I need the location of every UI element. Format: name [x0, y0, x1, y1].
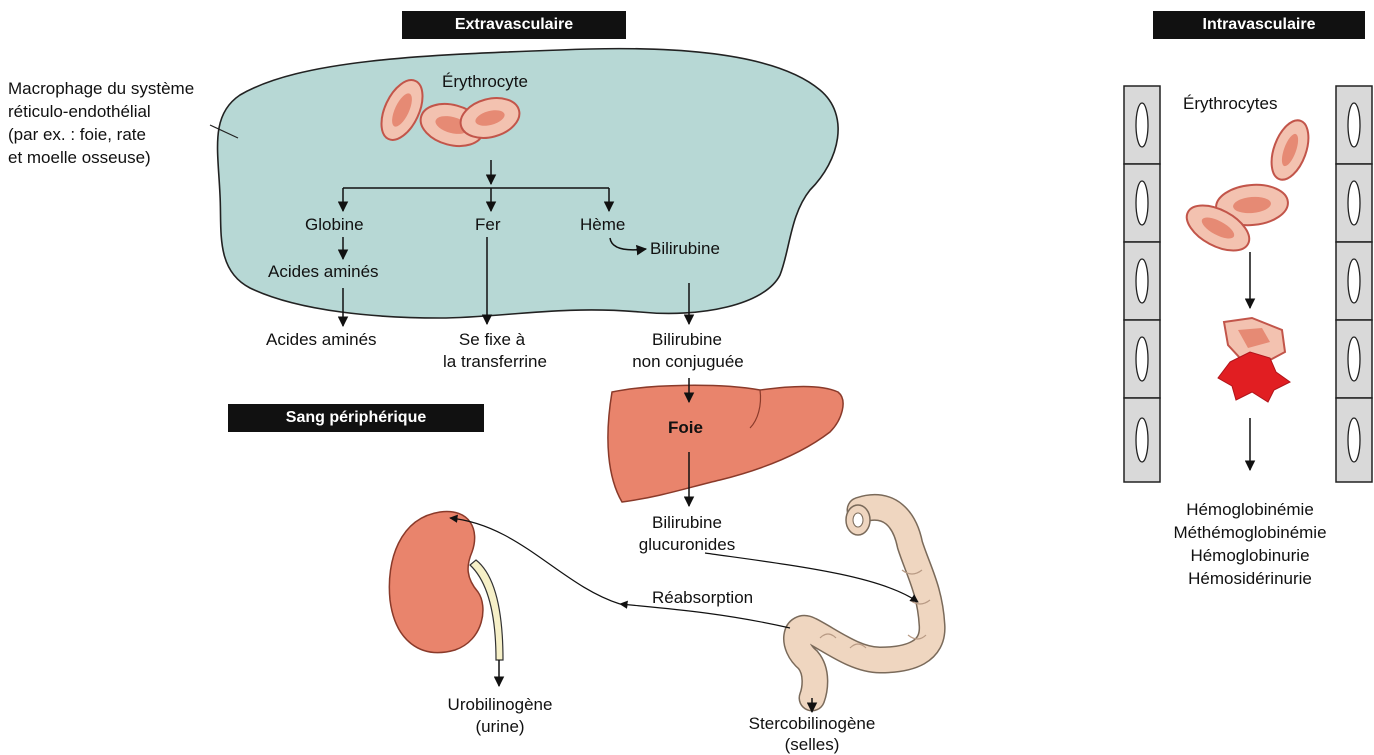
macrophage-label-3: (par ex. : foie, rate: [8, 124, 146, 145]
amino-acids-inner-label: Acides aminés: [268, 261, 379, 282]
kidney-organ: [389, 512, 483, 653]
transferrin-label-2: la transferrine: [420, 351, 570, 372]
glucuronides-label-2: glucuronides: [612, 534, 762, 555]
liver-organ: [608, 385, 843, 502]
intravascular-erythrocytes-label: Érythrocytes: [1183, 93, 1277, 114]
section-peripheral-blood: Sang périphérique: [228, 404, 484, 432]
macrophage-label-1: Macrophage du système: [8, 78, 194, 99]
globin-label: Globine: [305, 214, 364, 235]
amino-acids-outer-label: Acides aminés: [266, 329, 377, 350]
outcome-hemosiderinuria: Hémosidérinurie: [1130, 568, 1370, 589]
macrophage-label-2: réticulo-endothélial: [8, 101, 151, 122]
glucuronides-label-1: Bilirubine: [612, 512, 762, 533]
erythrocyte-label: Érythrocyte: [442, 71, 528, 92]
outcome-methemoglobinemia: Méthémoglobinémie: [1130, 522, 1370, 543]
urobilinogen-label-2: (urine): [410, 716, 590, 737]
transferrin-label-1: Se fixe à: [427, 329, 557, 350]
intravascular-erythrocytes: [1180, 115, 1316, 259]
section-intravascular: Intravasculaire: [1153, 11, 1365, 39]
urobilinogen-label-1: Urobilinogène: [410, 694, 590, 715]
section-extravascular: Extravasculaire: [402, 11, 626, 39]
liver-label: Foie: [668, 417, 703, 438]
lysed-erythrocyte: [1218, 318, 1290, 402]
heme-label: Hème: [580, 214, 625, 235]
unconjugated-bilirubin-label-1: Bilirubine: [612, 329, 762, 350]
reabsorption-label: Réabsorption: [652, 587, 753, 608]
iron-label: Fer: [475, 214, 501, 235]
unconjugated-bilirubin-label-2: non conjuguée: [598, 351, 778, 372]
stercobilinogen-label-2: (selles): [712, 734, 912, 755]
hemoglobin-spill: [1218, 352, 1290, 402]
stercobilinogen-label-1: Stercobilinogène: [712, 713, 912, 734]
outcome-hemoglobinemia: Hémoglobinémie: [1130, 499, 1370, 520]
bilirubin-label: Bilirubine: [650, 238, 720, 259]
colon-organ: [796, 505, 932, 698]
macrophage-label-4: et moelle osseuse): [8, 147, 151, 168]
outcome-hemoglobinuria: Hémoglobinurie: [1130, 545, 1370, 566]
